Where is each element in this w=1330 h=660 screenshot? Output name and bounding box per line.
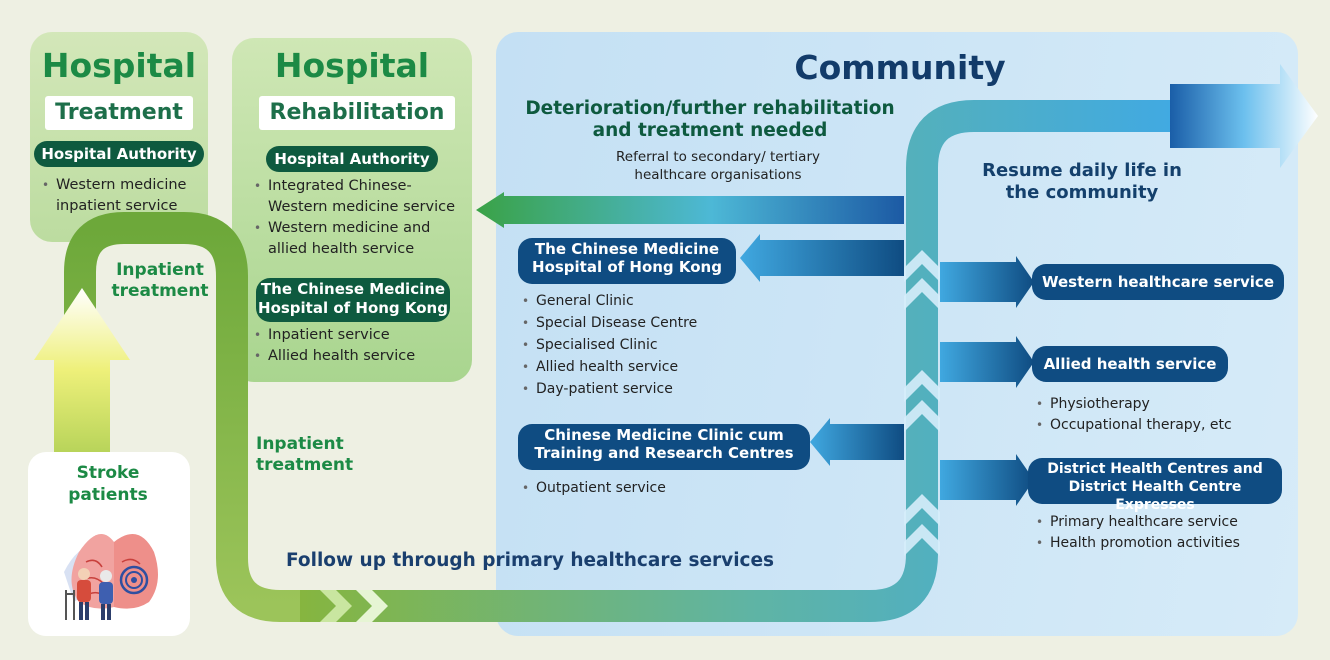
- cmh-hk-service-item: Day-patient service: [522, 378, 762, 400]
- rehab-service-item: Inpatient service: [254, 325, 454, 346]
- rehab-service-item: Allied health service: [254, 346, 454, 367]
- rehab-provider-1: Hospital Authority: [266, 146, 438, 172]
- dhc-service-item: Primary healthcare service: [1036, 512, 1276, 533]
- stroke-label: Stroke patients: [68, 463, 148, 505]
- follow-up-label: Follow up through primary healthcare ser…: [286, 550, 775, 571]
- referral-label: Referral to secondary/ tertiary healthca…: [616, 149, 820, 183]
- rehab-service-item: Western medicine and allied health servi…: [254, 218, 468, 260]
- resume-label: Resume daily life in the community: [982, 160, 1182, 203]
- treatment-service-item: Western medicine inpatient service: [42, 175, 202, 217]
- allied-health-pill: Allied health service: [1032, 346, 1228, 382]
- allied-health-service-item: Physiotherapy: [1036, 394, 1276, 415]
- cmh-hk-service-item: Special Disease Centre: [522, 312, 762, 334]
- rehab-services-2: Inpatient service Allied health service: [254, 325, 454, 367]
- dhc-services: Primary healthcare service Health promot…: [1036, 512, 1276, 554]
- cmh-hk-service-item: General Clinic: [522, 290, 762, 312]
- western-healthcare-pill: Western healthcare service: [1032, 264, 1284, 300]
- dhc-service-item: Health promotion activities: [1036, 533, 1276, 554]
- deterioration-label: Deterioration/further rehabilitation and…: [525, 98, 895, 141]
- treatment-subtitle: Treatment: [45, 96, 193, 130]
- cmh-hk-services: General Clinic Special Disease Centre Sp…: [522, 290, 762, 400]
- cm-clinic-service-item: Outpatient service: [522, 478, 762, 499]
- rehab-provider-2: The Chinese Medicine Hospital of Hong Ko…: [256, 278, 450, 322]
- rehab-service-item: Integrated Chinese-Western medicine serv…: [254, 176, 468, 218]
- cmh-hk-service-item: Allied health service: [522, 356, 762, 378]
- allied-health-service-item: Occupational therapy, etc: [1036, 415, 1276, 436]
- cmh-hk-pill: The Chinese Medicine Hospital of Hong Ko…: [518, 238, 736, 284]
- cm-clinic-pill: Chinese Medicine Clinic cum Training and…: [518, 424, 810, 470]
- treatment-provider: Hospital Authority: [34, 141, 204, 167]
- allied-health-services: Physiotherapy Occupational therapy, etc: [1036, 394, 1276, 436]
- dhc-pill: District Health Centres and District Hea…: [1028, 458, 1282, 513]
- inpatient-label-2: Inpatient treatment: [256, 434, 354, 475]
- treatment-title: Hospital: [41, 46, 197, 85]
- stroke-illustration: [64, 534, 158, 620]
- rehab-subtitle: Rehabilitation: [259, 96, 455, 130]
- treatment-services: Western medicine inpatient service: [42, 175, 202, 217]
- inpatient-label-1: Inpatient treatment: [111, 260, 209, 301]
- rehab-title: Hospital: [274, 46, 430, 85]
- cmh-hk-service-item: Specialised Clinic: [522, 334, 762, 356]
- cm-clinic-services: Outpatient service: [522, 478, 762, 499]
- community-title: Community: [794, 48, 1006, 87]
- rehab-services-1: Integrated Chinese-Western medicine serv…: [254, 176, 468, 260]
